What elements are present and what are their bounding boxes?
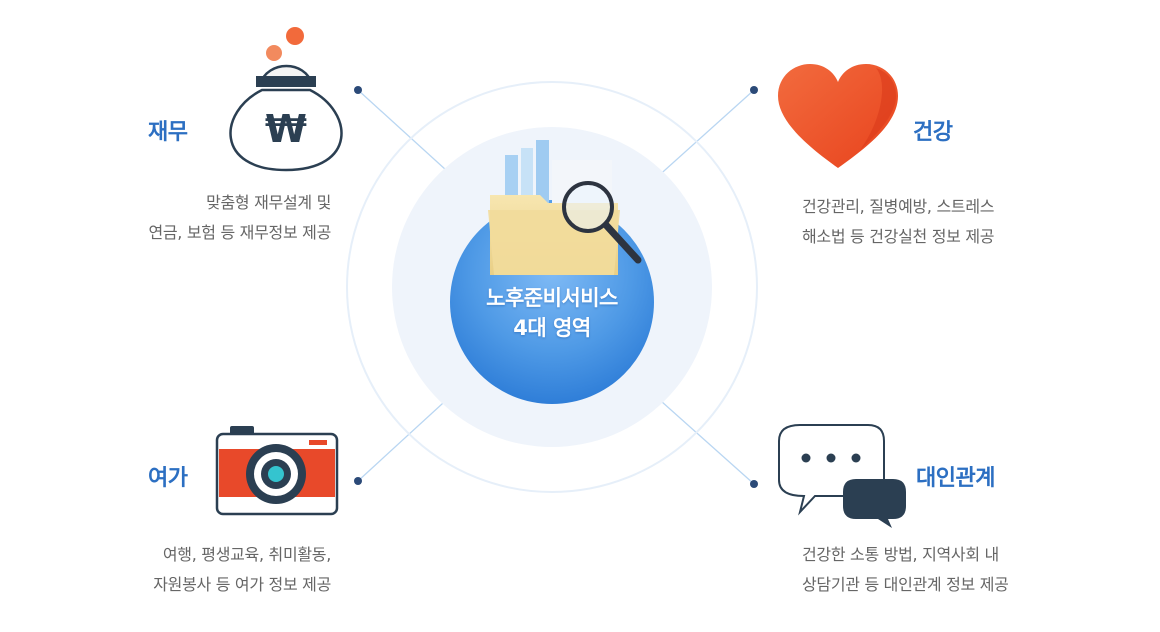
money-bag-icon: ₩: [229, 27, 343, 172]
health-title: 건강: [913, 120, 953, 145]
health-desc-line2: 해소법 등 건강실천 정보 제공: [802, 227, 995, 246]
finance-desc-line2: 연금, 보험 등 재무정보 제공: [148, 223, 331, 242]
dot-leisure: [354, 477, 362, 485]
speech-bubbles-icon: [778, 424, 906, 528]
connector-dots: [354, 86, 758, 488]
center-title-line2: 4대 영역: [513, 316, 591, 340]
relations-desc-line1: 건강한 소통 방법, 지역사회 내: [802, 545, 999, 564]
finance-desc-line1: 맞춤형 재무설계 및: [206, 193, 331, 212]
center-title: 노후준비서비스 4대 영역: [452, 283, 652, 343]
health-desc-line1: 건강관리, 질병예방, 스트레스: [802, 197, 995, 216]
finance-title: 재무: [148, 120, 188, 145]
outer-ring: [346, 81, 758, 493]
leisure-description: 여행, 평생교육, 취미활동, 자원봉사 등 여가 정보 제공: [153, 540, 331, 600]
relations-desc-line2: 상담기관 등 대인관계 정보 제공: [802, 575, 1009, 594]
heart-icon: [778, 64, 898, 168]
won-symbol: ₩: [265, 107, 307, 151]
leisure-title: 여가: [148, 466, 188, 491]
leisure-desc-line2: 자원봉사 등 여가 정보 제공: [153, 575, 331, 594]
center-title-line1: 노후준비서비스: [486, 286, 618, 310]
finance-description: 맞춤형 재무설계 및 연금, 보험 등 재무정보 제공: [148, 188, 331, 248]
folder-search-icon: [488, 140, 642, 275]
relations-title: 대인관계: [916, 466, 995, 491]
leisure-desc-line1: 여행, 평생교육, 취미활동,: [162, 545, 331, 564]
dot-finance: [354, 86, 362, 94]
camera-icon: [215, 426, 339, 516]
dot-relations: [750, 480, 758, 488]
health-description: 건강관리, 질병예방, 스트레스 해소법 등 건강실천 정보 제공: [802, 192, 994, 252]
relations-description: 건강한 소통 방법, 지역사회 내 상담기관 등 대인관계 정보 제공: [802, 540, 1009, 600]
dot-health: [750, 86, 758, 94]
